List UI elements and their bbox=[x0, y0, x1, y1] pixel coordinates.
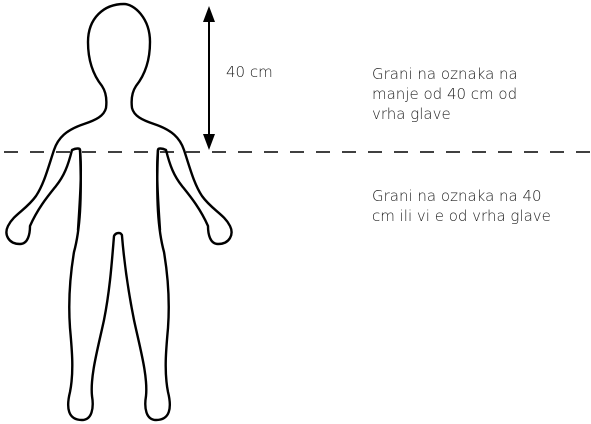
upper-zone-caption: Grani na oznaka na manje od 40 cm od vrh… bbox=[372, 64, 582, 124]
lower-zone-caption-line: cm ili vi e od vrha glave bbox=[372, 206, 591, 226]
upper-zone-caption-line: vrha glave bbox=[372, 104, 582, 124]
measurement-arrow-bottom-head-icon bbox=[203, 134, 215, 150]
lower-zone-caption-line: Grani na oznaka na 40 bbox=[372, 186, 591, 206]
measurement-arrow-top-head-icon bbox=[203, 6, 215, 22]
human-body-outline-icon bbox=[7, 4, 232, 420]
upper-zone-caption-line: manje od 40 cm od bbox=[372, 84, 582, 104]
lower-zone-caption: Grani na oznaka na 40 cm ili vi e od vrh… bbox=[372, 186, 591, 226]
measurement-label: 40 cm bbox=[226, 62, 273, 82]
upper-zone-caption-line: Grani na oznaka na bbox=[372, 64, 582, 84]
